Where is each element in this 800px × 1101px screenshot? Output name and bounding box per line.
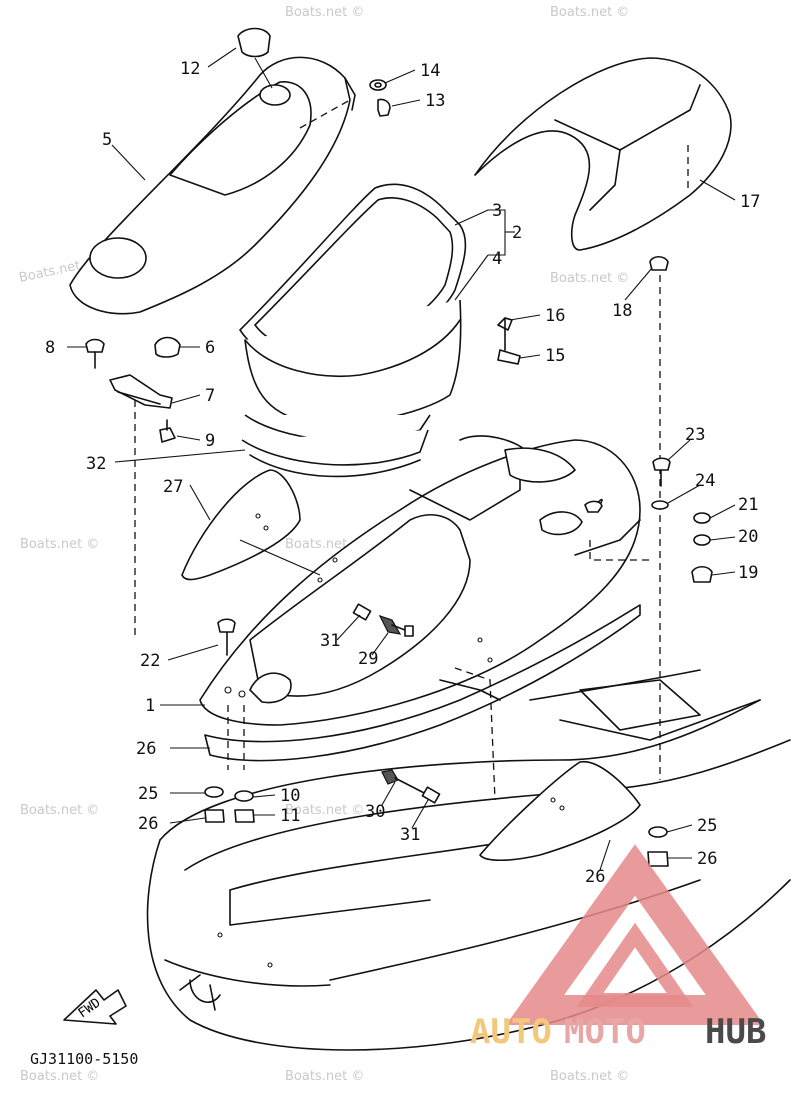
callout-5: 5 [102,130,112,150]
callout-27: 26 [136,739,156,759]
callout-6: 6 [205,338,215,358]
callout-19: 19 [738,563,758,583]
callout-labels: 5 12 14 13 3 2 4 16 15 17 18 8 6 7 9 32 … [45,59,760,887]
callout-25: 25 [697,816,717,836]
callout-30: 29 [358,649,378,669]
callout-32: 32 [86,454,106,474]
callout-22: 22 [140,651,160,671]
brand-part-hub: HUB [705,1012,766,1052]
side-cover-28 [479,761,641,861]
watermark: Boats.net © [550,271,629,286]
watermark: Boats.net © [20,803,99,818]
callout-17: 17 [740,192,760,212]
fasteners-13-14 [369,79,391,117]
callout-9: 9 [205,431,215,451]
callout-15: 15 [545,346,565,366]
callout-30: 30 [365,802,385,822]
callout-21: 21 [738,495,758,515]
callout-26: 26 [697,849,717,869]
diagram-code: GJ31100-5150 [30,1050,138,1068]
watermark: Boats.net © [285,5,364,20]
callout-4: 4 [492,249,502,269]
callout-3: 3 [492,201,502,221]
callout-28: 26 [585,867,605,887]
rear-seat [474,57,732,251]
fasteners-lower-left [204,705,669,867]
watermark: Boats.net © [285,803,364,818]
callout-8: 8 [45,338,55,358]
hinge-assembly [85,336,181,640]
watermark: Boats.net © [285,1069,364,1084]
deck [199,435,641,762]
side-cover-29 [181,469,321,581]
callout-2: 2 [512,223,522,243]
watermark: Boats.net © [550,1069,629,1084]
callout-11: 11 [280,806,300,826]
automotohub-logo: AUTO MOTO HUB [470,844,766,1052]
callout-12: 12 [180,59,200,79]
brand-part-auto: AUTO [470,1012,552,1052]
callout-14: 14 [420,61,440,81]
fwd-arrow-icon: FWD [63,989,127,1025]
bolts [352,603,496,804]
callout-10: 10 [280,786,300,806]
storage-bin [239,183,467,478]
watermark: Boats.net © [20,1069,99,1084]
callout-16: 16 [545,306,565,326]
watermark: Boats.net © [20,537,99,552]
knob-12 [237,27,273,89]
callout-24: 24 [695,471,715,491]
callout-7: 7 [205,386,215,406]
fasteners-right [589,457,713,583]
fasteners-15-16 [497,317,521,365]
callout-1: 1 [145,696,155,716]
front-hood [69,56,356,315]
bumper-18 [649,255,669,780]
callout-29: 27 [163,477,183,497]
callout-23: 23 [685,425,705,445]
hull [146,669,791,1051]
callout-31: 31 [320,631,340,651]
brand-part-moto: MOTO [564,1012,646,1052]
callout-18: 18 [612,301,632,321]
callout-13: 13 [425,91,445,111]
callout-20: 20 [738,527,758,547]
callout-25: 25 [138,784,158,804]
leader-lines [67,47,736,871]
watermark: Boats.net © [550,5,629,20]
bolt-22 [217,618,236,656]
callout-31: 31 [400,825,420,845]
callout-26: 26 [138,814,158,834]
